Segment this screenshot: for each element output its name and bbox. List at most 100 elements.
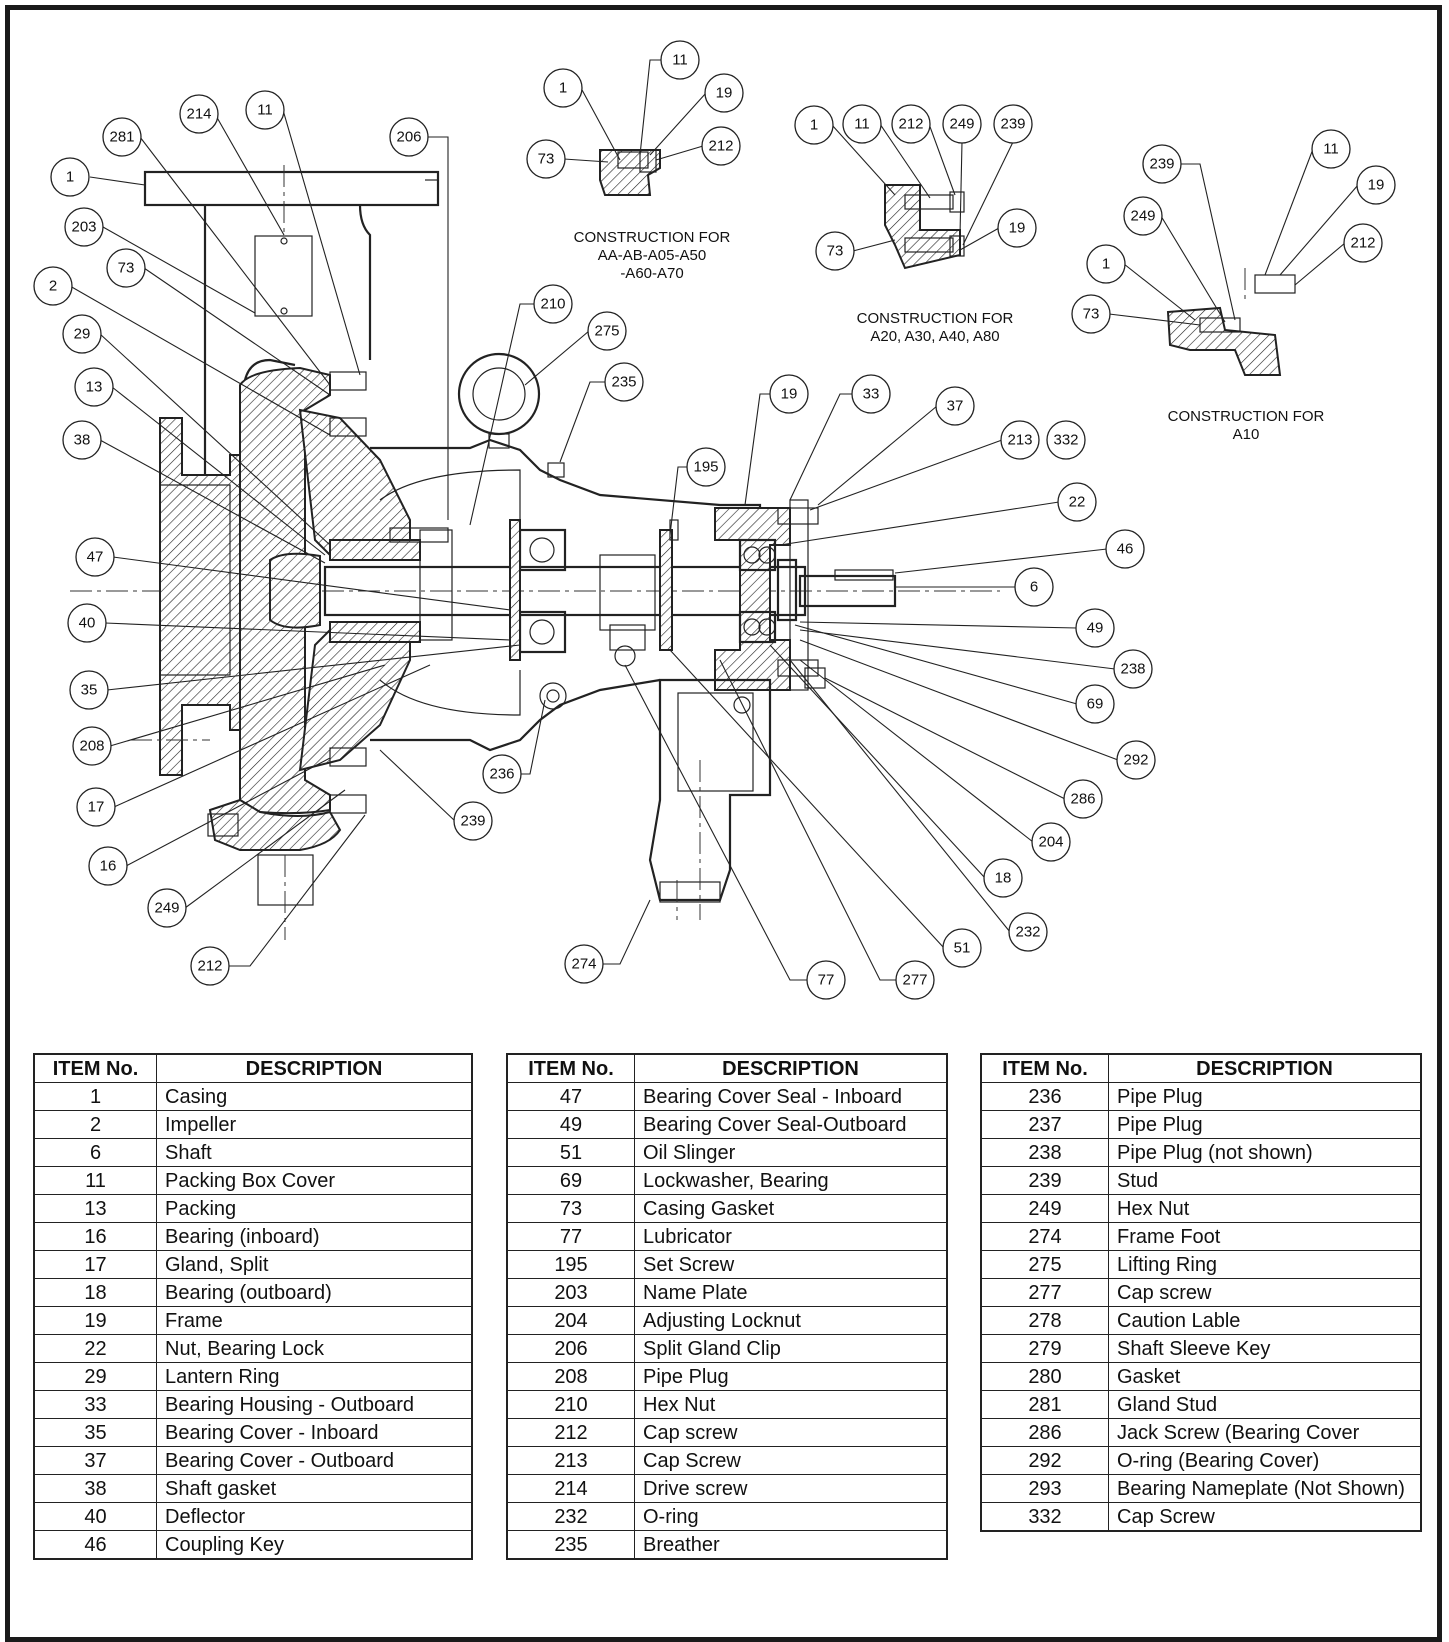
item-no-cell: 17 — [33, 1250, 157, 1279]
description-cell: Adjusting Locknut — [634, 1306, 948, 1335]
callout-204: 204 — [1031, 822, 1071, 862]
callout-label: 212 — [898, 116, 923, 133]
callout-label: 239 — [1149, 156, 1174, 173]
detail-construction-2 — [884, 184, 965, 270]
description-cell: Drive screw — [634, 1474, 948, 1503]
callout-label: 38 — [74, 432, 91, 449]
callout-235: 235 — [604, 362, 644, 402]
item-no-header: ITEM No. — [506, 1053, 635, 1083]
callout-label: 1 — [559, 80, 567, 97]
callout-label: 73 — [827, 243, 844, 260]
callout-circle — [453, 801, 493, 841]
callout-40: 40 — [67, 603, 107, 643]
callout-circle — [102, 117, 142, 157]
callout-circle — [806, 960, 846, 1000]
callout-circle — [815, 231, 855, 271]
callout-label: 29 — [74, 326, 91, 343]
description-cell: Frame Foot — [1108, 1222, 1422, 1251]
callout-label: 239 — [1000, 116, 1025, 133]
callout-label: 47 — [87, 549, 104, 566]
callout-274: 274 — [564, 944, 604, 984]
callout-47: 47 — [75, 537, 115, 577]
shaft-end — [798, 574, 897, 608]
callout-label: 208 — [79, 738, 104, 755]
callout-circle — [983, 858, 1023, 898]
description-cell: Pipe Plug — [1108, 1082, 1422, 1111]
callout-circle — [389, 117, 429, 157]
callout-label: 6 — [1030, 579, 1038, 596]
callout-circle — [62, 314, 102, 354]
item-no-cell: 195 — [506, 1250, 635, 1279]
description-cell: Cap screw — [634, 1418, 948, 1447]
description-cell: Lubricator — [634, 1222, 948, 1251]
item-no-cell: 22 — [33, 1334, 157, 1363]
description-cell: Frame — [156, 1306, 473, 1335]
callout-circle — [72, 726, 112, 766]
description-cell: Set Screw — [634, 1250, 948, 1279]
callout-label: 77 — [818, 972, 835, 989]
callout-label: 11 — [1323, 141, 1339, 158]
callout-circle — [769, 374, 809, 414]
item-no-cell: 16 — [33, 1222, 157, 1251]
construction-1-line-3: -A60-A70 — [620, 265, 683, 282]
callout-circle — [1086, 244, 1126, 284]
callout-label: 40 — [79, 615, 96, 632]
description-cell: Jack Screw (Bearing Cover — [1108, 1418, 1422, 1447]
item-no-cell: 332 — [980, 1502, 1109, 1532]
callout-label: 292 — [1123, 752, 1148, 769]
callout-circle — [67, 603, 107, 643]
item-no-cell: 2 — [33, 1110, 157, 1139]
callout-label: 281 — [109, 129, 134, 146]
description-cell: Breather — [634, 1530, 948, 1560]
callout-circle — [997, 208, 1037, 248]
description-cell: Bearing Housing - Outboard — [156, 1390, 473, 1419]
construction-1-line-2: AA-AB-A05-A50 — [598, 247, 706, 264]
callout-circle — [851, 374, 891, 414]
callout-19: 19 — [997, 208, 1037, 248]
callout-19: 19 — [769, 374, 809, 414]
callout-circle — [1116, 740, 1156, 780]
callout-73: 73 — [1071, 294, 1111, 334]
callout-249: 249 — [942, 104, 982, 144]
item-no-cell: 280 — [980, 1362, 1109, 1391]
callout-label: 238 — [1120, 661, 1145, 678]
callout-circle — [1000, 420, 1040, 460]
callout-circle — [1113, 649, 1153, 689]
callout-11: 11 — [842, 104, 882, 144]
callout-label: 203 — [71, 219, 96, 236]
callout-circle — [190, 946, 230, 986]
callout-circle — [1046, 420, 1086, 460]
callout-label: 73 — [1083, 306, 1100, 323]
description-cell: Hex Nut — [1108, 1194, 1422, 1223]
callout-label: 236 — [489, 766, 514, 783]
callout-22: 22 — [1057, 482, 1097, 522]
description-cell: Casing — [156, 1082, 473, 1111]
callout-195: 195 — [686, 447, 726, 487]
callout-label: 73 — [538, 151, 555, 168]
description-cell: Pipe Plug — [634, 1362, 948, 1391]
callout-label: 22 — [1069, 494, 1086, 511]
description-cell: Cap screw — [1108, 1278, 1422, 1307]
callout-292: 292 — [1116, 740, 1156, 780]
callout-circle — [526, 139, 566, 179]
item-no-cell: 237 — [980, 1110, 1109, 1139]
callout-19: 19 — [1356, 165, 1396, 205]
callout-38: 38 — [62, 420, 102, 460]
callout-circle — [1008, 912, 1048, 952]
item-no-cell: 11 — [33, 1166, 157, 1195]
